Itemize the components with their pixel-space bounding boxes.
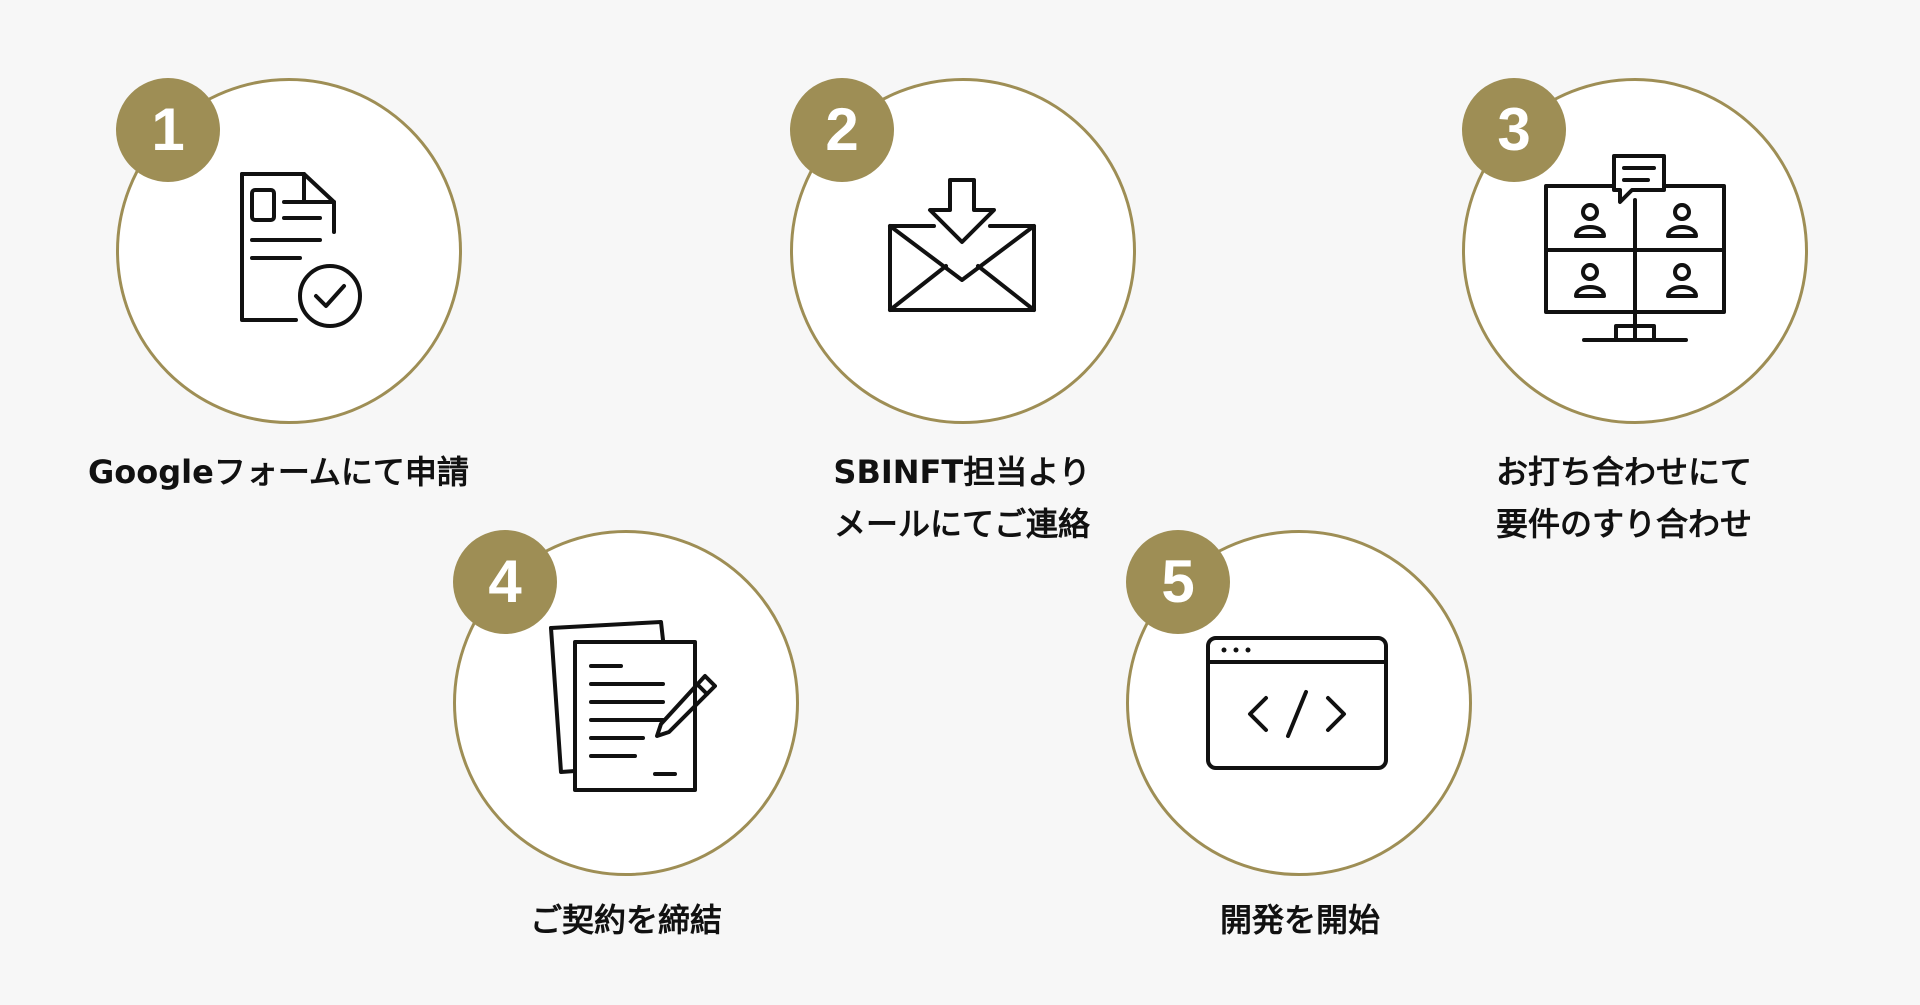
- form-check-icon: [240, 172, 362, 328]
- step-number-badge: 5: [1126, 530, 1230, 634]
- step-label-line: SBINFT担当より: [833, 453, 1091, 491]
- mail-download-icon: [888, 178, 1036, 312]
- code-window-icon: [1206, 636, 1388, 770]
- step-3-label: お打ち合わせにて 要件のすり合わせ: [1496, 446, 1752, 550]
- contract-sign-icon: [549, 620, 717, 792]
- step-number-badge: 1: [116, 78, 220, 182]
- step-label-line: Googleフォームにて申請: [88, 453, 469, 491]
- step-label-line: 要件のすり合わせ: [1496, 505, 1753, 543]
- step-4-label: ご契約を締結: [486, 894, 766, 946]
- step-number-badge: 3: [1462, 78, 1566, 182]
- step-4: 4: [453, 530, 799, 876]
- step-2-label: SBINFT担当より メールにてご連絡: [822, 446, 1102, 550]
- video-meeting-icon: [1544, 154, 1726, 342]
- step-2: 2: [790, 78, 1136, 424]
- step-number-badge: 4: [453, 530, 557, 634]
- step-5: 5: [1126, 530, 1472, 876]
- step-3: 3: [1462, 78, 1808, 424]
- step-label-line: ご契約を締結: [529, 901, 722, 939]
- step-label-line: メールにてご連絡: [833, 505, 1090, 543]
- step-label-line: お打ち合わせにて: [1496, 453, 1753, 491]
- step-5-label: 開発を開始: [1160, 894, 1440, 946]
- step-number-badge: 2: [790, 78, 894, 182]
- step-1: 1: [116, 78, 462, 424]
- step-label-line: 開発を開始: [1219, 901, 1380, 939]
- step-1-label: Googleフォームにて申請: [88, 446, 469, 498]
